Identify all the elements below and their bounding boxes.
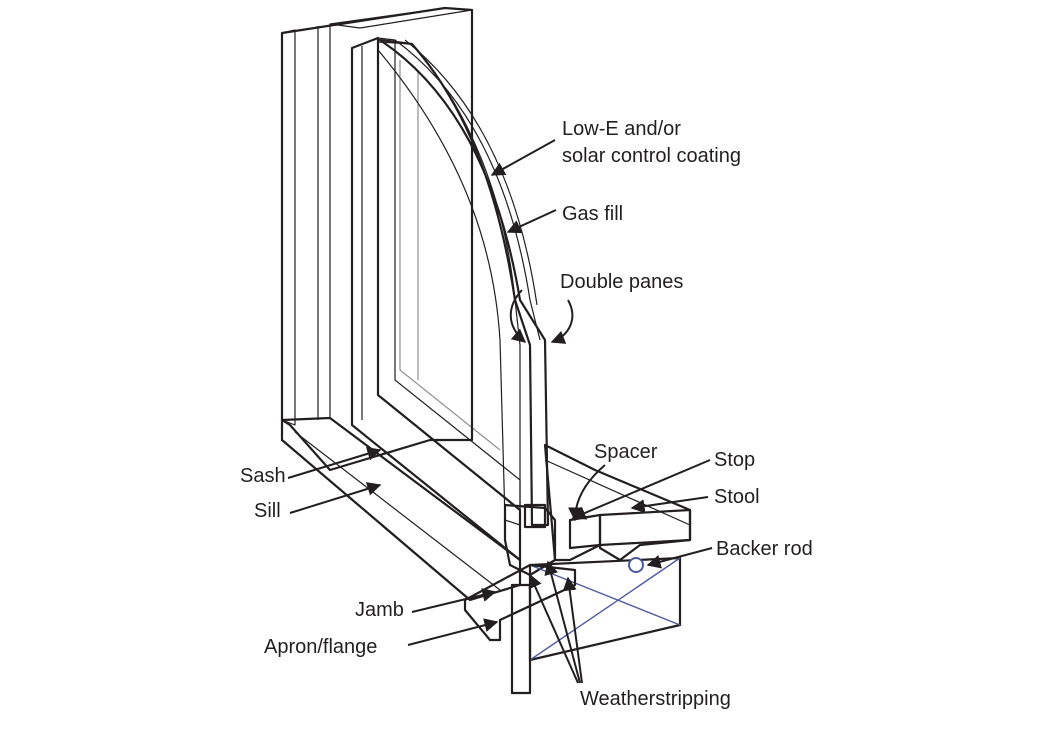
wall-section [510, 556, 682, 695]
leader-lines [287, 139, 713, 684]
label-jamb: Jamb [355, 599, 404, 621]
window-frame [280, 6, 474, 472]
label-weatherstripping: Weatherstripping [580, 688, 731, 710]
label-low-e-line2: solar control coating [562, 145, 741, 167]
label-stop: Stop [714, 449, 755, 471]
window-sill [280, 416, 522, 602]
label-backer-rod: Backer rod [716, 538, 813, 560]
label-apron-flange: Apron/flange [264, 636, 377, 658]
label-double-panes: Double panes [560, 271, 683, 293]
label-sash: Sash [240, 465, 286, 487]
double-pane-glass [377, 38, 550, 529]
stop-and-stool [543, 443, 692, 562]
label-stool: Stool [714, 486, 760, 508]
label-spacer: Spacer [594, 441, 658, 463]
label-gas-fill: Gas fill [562, 203, 623, 225]
label-sill: Sill [254, 500, 281, 522]
label-low-e-line1: Low-E and/or [562, 118, 681, 140]
